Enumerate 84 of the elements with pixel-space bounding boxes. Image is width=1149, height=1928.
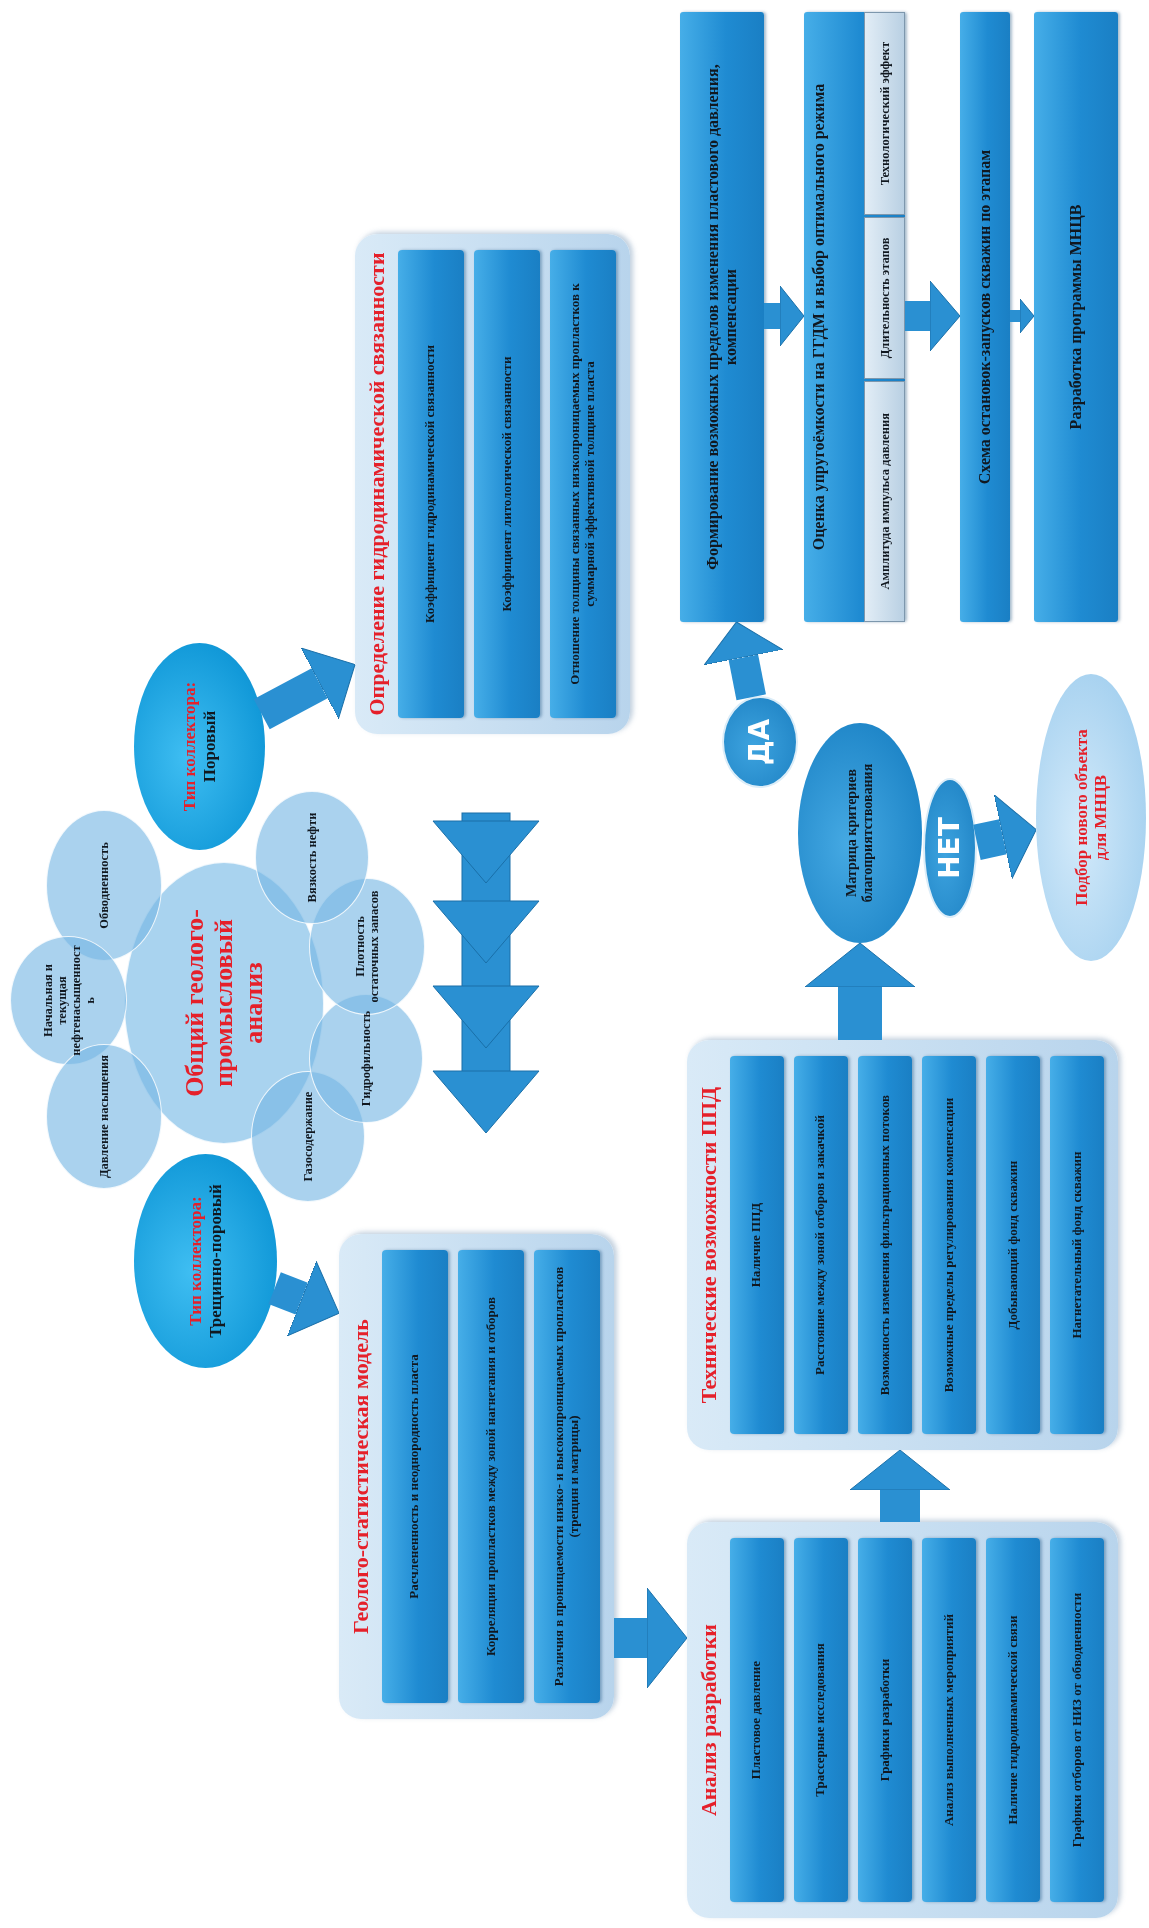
item-bar (549, 250, 616, 718)
step-text: Формирование возможных пределов изменения пластового давления, компенсации (704, 63, 740, 572)
block-arrow (905, 280, 961, 352)
item-bar (793, 1056, 848, 1434)
item-bar (397, 250, 464, 718)
step-text: Разработка программы МНЦВ (1067, 204, 1085, 430)
circle-title: Общий геолого-промысловый анализ (180, 908, 268, 1099)
step-bar (960, 12, 1010, 622)
circle-label: Вязкость нефти (305, 812, 319, 903)
item-text: Отношение толщины связанных низкопроницаемых пропластков к суммарной эффективной толщине пласта (568, 282, 598, 687)
item-bar (921, 1056, 976, 1434)
item-text: Возможные пределы регулирования компенсации (941, 1097, 957, 1393)
item-bar (457, 1250, 524, 1703)
item-bar (1049, 1538, 1104, 1902)
item-bar (793, 1538, 848, 1902)
item-text: Наличие ППД (749, 1202, 764, 1288)
ellipse-label: Тип коллектора: (180, 681, 200, 812)
circle-label: Газосодержание (301, 1091, 315, 1182)
ellipse-label: Поровый (199, 710, 219, 783)
circle-label: Гидрофильность (359, 1010, 373, 1107)
item-text: Наличие гидродинамической связи (1005, 1615, 1021, 1825)
item-text: Возможность изменения фильтрационных потоков (877, 1094, 893, 1396)
block-arrow (268, 1260, 340, 1337)
parameter-bar (864, 217, 905, 379)
item-text: Трассерные исследования (813, 1643, 828, 1797)
step-bar (680, 12, 764, 622)
block-arrow (253, 647, 356, 730)
parameter-bar (864, 12, 905, 216)
group-panel (687, 1040, 1118, 1450)
group-panel (339, 1234, 614, 1719)
ellipse-label: Подбор нового объекта для МНЦВ (1071, 728, 1111, 908)
item-bar (729, 1056, 784, 1434)
item-text: Расчлененность и неоднородность пласта (407, 1354, 422, 1599)
panel-title: Определение гидродинамической связанности (365, 252, 390, 716)
circle-label: Начальная и текущая нефтенасыщенность (40, 945, 97, 1056)
item-text: Расстояние между зоной отборов и закачкой (813, 1115, 828, 1375)
item-bar (533, 1250, 600, 1703)
item-text: Графики отборов от НИЗ от обводненности (1069, 1592, 1085, 1848)
step-bar (804, 12, 905, 622)
block-arrow (804, 942, 916, 1040)
ellipse-label: Трещинно-поровый (205, 1184, 225, 1338)
step-text: Схема остановок-запусков скважин по этапам (976, 149, 994, 485)
item-bar (985, 1056, 1040, 1434)
ellipse-label: Тип коллектора: (186, 1196, 206, 1326)
block-arrow (703, 621, 784, 701)
item-text: Различия в проницаемости низко- и высокопроницаемых пропластков (трещин и матрицы) (552, 1265, 582, 1689)
item-bar (381, 1250, 448, 1703)
item-bar (1049, 1056, 1104, 1434)
item-bar (985, 1538, 1040, 1902)
item-text: Пластовое давление (749, 1660, 764, 1780)
item-text: Нагнетательный фонд скважин (1069, 1151, 1085, 1339)
answer-text: ДА (744, 718, 776, 766)
item-text: Анализ выполненных мероприятий (941, 1613, 957, 1827)
block-arrow (1010, 298, 1035, 334)
item-text: Добывающий фонд скважин (1005, 1160, 1021, 1330)
item-text: Графики разработки (877, 1658, 893, 1782)
group-panel (687, 1522, 1118, 1918)
circle-label: Обводненность (97, 842, 111, 929)
parameter-text: Длительность этапов (877, 237, 892, 359)
item-text: Корреляции пропластков между зоной нагнетания и отборов (483, 1297, 499, 1656)
item-bar (729, 1538, 784, 1902)
parameter-text: Амплитуда импульса давления (877, 413, 892, 590)
block-arrow (849, 1449, 951, 1522)
item-text: Коэффициент литологической связанности (499, 356, 515, 612)
item-bar (921, 1538, 976, 1902)
answer-text: НЕТ (934, 817, 966, 879)
parameter-bar (864, 380, 905, 622)
step-bar (1034, 12, 1118, 622)
panel-title: Анализ разработки (697, 1624, 722, 1816)
circle-label: Плотность остаточных запасов (353, 889, 381, 1005)
group-panel (355, 234, 630, 734)
parameter-text: Технологический эффект (877, 41, 892, 186)
item-bar (857, 1056, 912, 1434)
block-arrow (764, 285, 805, 347)
item-bar (857, 1538, 912, 1902)
item-bar (473, 250, 540, 718)
block-arrow (614, 1587, 688, 1689)
panel-title: Технические возможности ППД (697, 1086, 722, 1404)
circle-label: Матрица критериев благоприятствования (844, 762, 876, 905)
circle-label: Давление насыщения (97, 1054, 111, 1179)
step-text: Оценка упругоёмкости на ГГДМ и выбор оптимального режима (810, 83, 828, 551)
panel-title: Геолого-статистическая модель (349, 1319, 374, 1634)
item-text: Коэффициент гидродинамической связанности (423, 344, 438, 624)
block-arrow (973, 794, 1037, 880)
